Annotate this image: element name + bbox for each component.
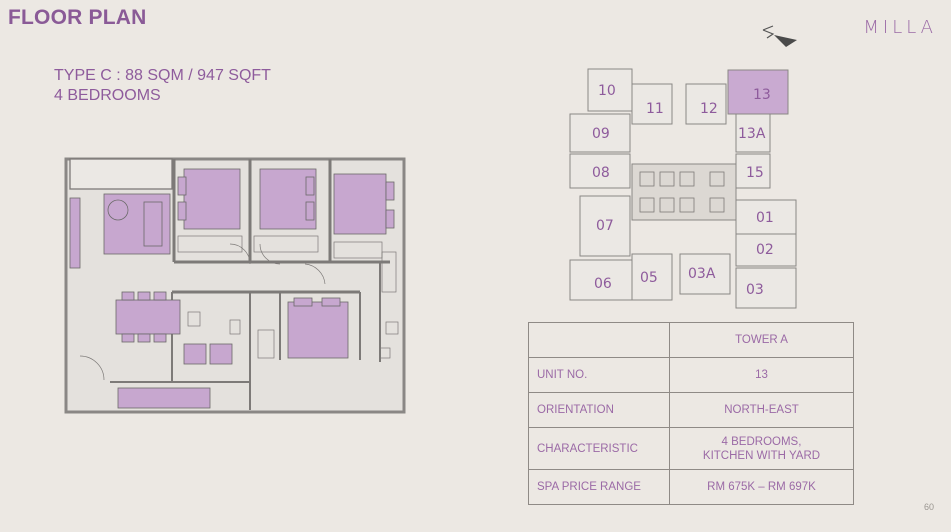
key-unit-13-highlight <box>727 69 789 115</box>
key-unit-15 <box>735 153 771 189</box>
row-value-unit-no: 13 <box>669 357 854 393</box>
brand-logo: MILLA <box>863 17 937 38</box>
table-header-empty <box>528 322 670 358</box>
key-unit-03a <box>679 253 731 295</box>
key-unit-05 <box>631 253 673 301</box>
page-title: FLOOR PLAN <box>8 6 147 29</box>
table-row: SPA PRICE RANGE RM 675K – RM 697K <box>528 469 854 505</box>
row-label-characteristic: CHARACTERISTIC <box>528 427 670 470</box>
svg-text:08: 08 <box>592 165 610 181</box>
row-value-orientation: NORTH-EAST <box>669 392 854 428</box>
characteristic-line-2: KITCHEN WITH YARD <box>702 449 821 462</box>
key-unit-07 <box>579 195 631 257</box>
unit-type-block: TYPE C : 88 SQM / 947 SQFT 4 BEDROOMS <box>54 66 271 106</box>
row-label-orientation: ORIENTATION <box>528 392 670 428</box>
key-unit-06 <box>569 259 633 301</box>
bedroom-lower-bed <box>287 301 349 359</box>
page-number: 60 <box>923 502 934 512</box>
sofa <box>69 197 81 269</box>
table-row: UNIT NO. 13 <box>528 357 854 393</box>
svg-text:03A: 03A <box>688 266 716 282</box>
key-unit-08 <box>569 153 631 189</box>
key-plan-drawing: 10 11 12 13 09 13A 08 15 07 01 02 06 05 … <box>569 68 797 309</box>
key-unit-03 <box>735 267 797 309</box>
svg-text:09: 09 <box>592 126 610 142</box>
svg-text:10: 10 <box>598 83 616 99</box>
svg-text:15: 15 <box>746 165 764 181</box>
characteristic-line-1: 4 BEDROOMS, <box>721 435 802 448</box>
key-core <box>631 163 737 221</box>
key-unit-13a <box>735 113 771 153</box>
svg-text:02: 02 <box>756 242 774 258</box>
svg-text:13: 13 <box>753 87 771 103</box>
unit-bedrooms: 4 BEDROOMS <box>54 87 161 104</box>
table-header-tower: TOWER A <box>669 322 854 358</box>
bedroom-2-bed <box>183 168 241 230</box>
table-row: ORIENTATION NORTH-EAST <box>528 392 854 428</box>
kitchen-counter <box>117 387 211 409</box>
row-label-price: SPA PRICE RANGE <box>528 469 670 505</box>
row-value-characteristic: 4 BEDROOMS, KITCHEN WITH YARD <box>669 427 854 470</box>
key-unit-01 <box>735 199 797 235</box>
key-unit-09 <box>569 113 631 153</box>
key-unit-12 <box>685 83 727 125</box>
key-unit-02 <box>735 233 797 267</box>
bedroom-4-bed <box>333 173 387 235</box>
unit-size: TYPE C : 88 SQM / 947 SQFT <box>54 67 271 84</box>
row-value-price: RM 675K – RM 697K <box>669 469 854 505</box>
svg-text:01: 01 <box>756 210 774 226</box>
table-row: CHARACTERISTIC 4 BEDROOMS, KITCHEN WITH … <box>528 427 854 470</box>
svg-text:06: 06 <box>594 276 612 292</box>
north-arrow-icon <box>762 25 797 47</box>
svg-text:05: 05 <box>640 270 658 286</box>
table-header-row: TOWER A <box>528 322 854 358</box>
svg-text:03: 03 <box>746 282 764 298</box>
row-label-unit-no: UNIT NO. <box>528 357 670 393</box>
unit-info-table: TOWER A UNIT NO. 13 ORIENTATION NORTH-EA… <box>528 322 854 505</box>
svg-text:12: 12 <box>700 101 718 117</box>
floor-plan-drawing <box>64 157 406 414</box>
dining-table <box>115 299 181 335</box>
key-unit-11 <box>631 83 673 125</box>
svg-text:07: 07 <box>596 218 614 234</box>
svg-text:11: 11 <box>646 101 664 117</box>
svg-text:13A: 13A <box>738 126 766 142</box>
